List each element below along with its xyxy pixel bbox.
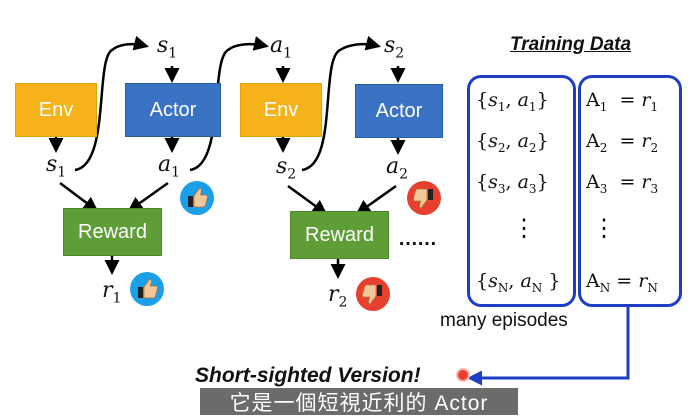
arrow-a2-reward2 (355, 184, 397, 215)
reward-r1: r1 (102, 278, 122, 307)
scores-vdots: ⋮ (592, 214, 616, 242)
pair-row: {s1, a1} (476, 89, 549, 114)
arrow-s2-curve (301, 35, 381, 172)
pairs-vdots: ⋮ (512, 214, 536, 242)
scores-panel (578, 75, 682, 307)
reward-box-1: Reward (63, 208, 162, 256)
pair-row: {sN, aN } (476, 270, 561, 295)
many-episodes-label: many episodes (440, 310, 568, 331)
env-box-2: Env (240, 83, 322, 137)
env-box-1: Env (15, 83, 97, 137)
arrow-s2-reward2 (287, 184, 328, 215)
state-s1: s1 (46, 152, 67, 181)
thumbs-down-icon (356, 277, 390, 311)
reward-box-2: Reward (290, 211, 389, 259)
pairs-panel (467, 75, 576, 307)
score-row: AN = rN (586, 270, 658, 295)
score-row: A1 = r1 (586, 89, 659, 114)
arrow-s1-curve (74, 35, 149, 172)
arrow-s1-reward1 (59, 182, 99, 212)
actor-box-1: Actor (125, 83, 221, 137)
pair-row: {s3, a3} (476, 171, 549, 196)
actor-box-2: Actor (355, 84, 443, 138)
arrow-panel-to-label (467, 305, 630, 386)
pointer-dot (456, 368, 470, 382)
short-sighted-label: Short-sighted Version! (195, 364, 421, 387)
score-row: A2 = r2 (586, 130, 659, 155)
action-a2: a2 (386, 154, 409, 183)
state-s2-top: s2 (384, 33, 405, 62)
thumbs-down-icon (407, 181, 441, 215)
score-row: A3 = r3 (586, 171, 659, 196)
thumbs-up-icon (130, 272, 164, 306)
pair-row: {s2, a2} (476, 130, 549, 155)
state-s2: s2 (276, 154, 297, 183)
action-a1-top: a1 (270, 33, 293, 62)
action-a1: a1 (158, 152, 181, 181)
arrow-a1-reward1 (127, 181, 169, 212)
subtitle-caption: 它是一個短視近利的 Actor (200, 388, 518, 415)
state-s1-top: s1 (157, 33, 178, 62)
reward-r2: r2 (328, 282, 348, 311)
training-data-title: Training Data (510, 34, 632, 55)
arrow-a1-curve (189, 36, 269, 172)
thumbs-up-icon (180, 181, 214, 215)
ellipsis: …… (398, 228, 437, 250)
